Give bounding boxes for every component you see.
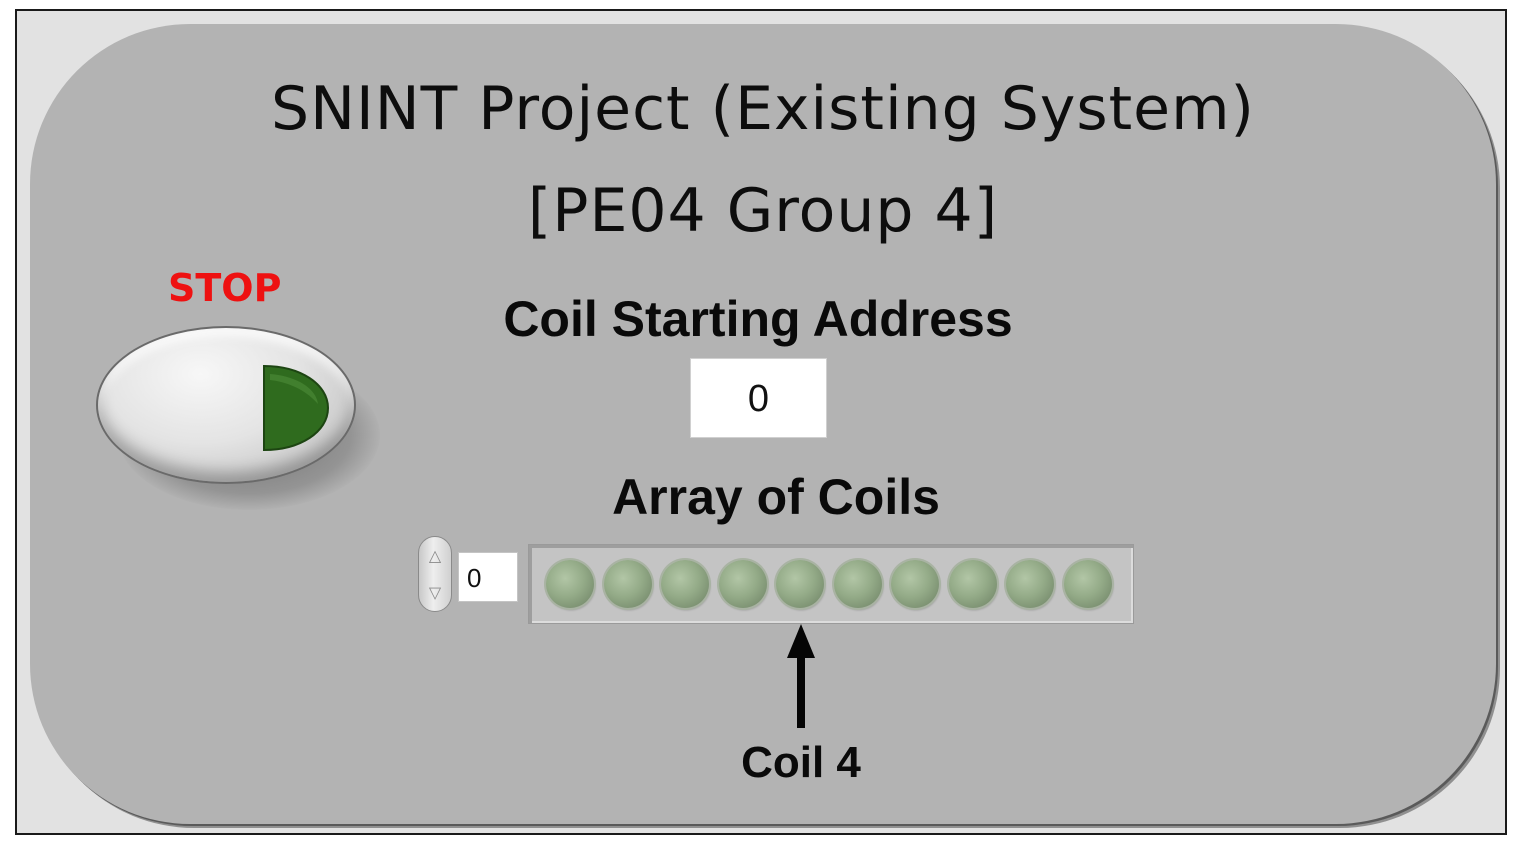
array-index-spinner[interactable]: △ ▽ [418, 536, 452, 612]
stop-led-indicator [263, 364, 330, 452]
coil-4-annotation: Coil 4 [741, 738, 861, 787]
coil-led-8 [1006, 560, 1054, 608]
coil-starting-address-label: Coil Starting Address [503, 291, 1013, 347]
coil-led-3 [718, 560, 767, 608]
coil-led-1 [603, 560, 652, 608]
coil-led-array [528, 544, 1134, 624]
array-index-input[interactable]: 0 [458, 552, 518, 602]
coil-led-0 [546, 560, 594, 608]
page-subtitle: [PE04 Group 4] [527, 176, 999, 246]
page-title: SNINT Project (Existing System) [271, 74, 1255, 144]
stop-label: STOP [168, 266, 282, 310]
up-arrow-icon [787, 624, 815, 728]
decrement-arrow-icon[interactable]: ▽ [428, 583, 442, 602]
increment-arrow-icon[interactable]: △ [428, 546, 442, 565]
coil-led-9 [1063, 560, 1112, 608]
coil-led-7 [948, 560, 997, 608]
array-of-coils-label: Array of Coils [612, 469, 940, 525]
coil-led-5 [833, 560, 882, 608]
coil-led-2 [661, 560, 709, 608]
coil-starting-address-input[interactable]: 0 [690, 358, 827, 438]
coil-led-6 [891, 560, 939, 608]
stop-button[interactable] [96, 326, 356, 484]
coil-led-4 [776, 560, 824, 608]
